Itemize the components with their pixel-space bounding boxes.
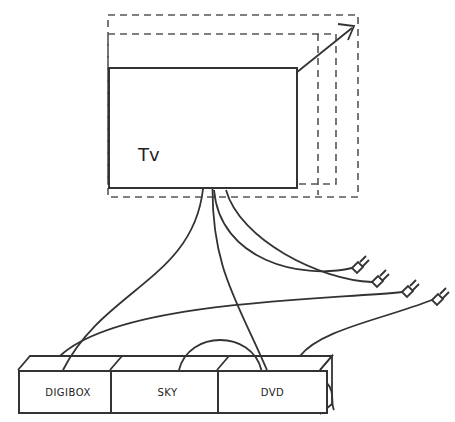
node-label: SKY	[112, 387, 223, 398]
cable	[63, 189, 203, 370]
power-cable	[60, 292, 402, 356]
plug	[352, 256, 449, 305]
power-cable	[214, 190, 352, 271]
digibox-box: DIGIBOX	[18, 370, 118, 414]
larger-tv-outline	[108, 15, 358, 197]
power-cable	[226, 190, 372, 282]
cable	[179, 340, 261, 370]
larger-tv-outline	[317, 34, 319, 195]
node-label: Tv	[138, 144, 160, 165]
node-label: DIGIBOX	[20, 387, 116, 398]
tv-screen: Tv	[108, 67, 298, 189]
sky-box: SKY	[110, 370, 225, 414]
box-top	[18, 356, 332, 370]
dvd-box: DVD	[217, 370, 328, 414]
cable	[213, 189, 267, 370]
arrow-head	[338, 24, 354, 40]
node-label: DVD	[219, 387, 326, 398]
box-edge	[110, 356, 229, 370]
power-cable	[300, 300, 432, 356]
